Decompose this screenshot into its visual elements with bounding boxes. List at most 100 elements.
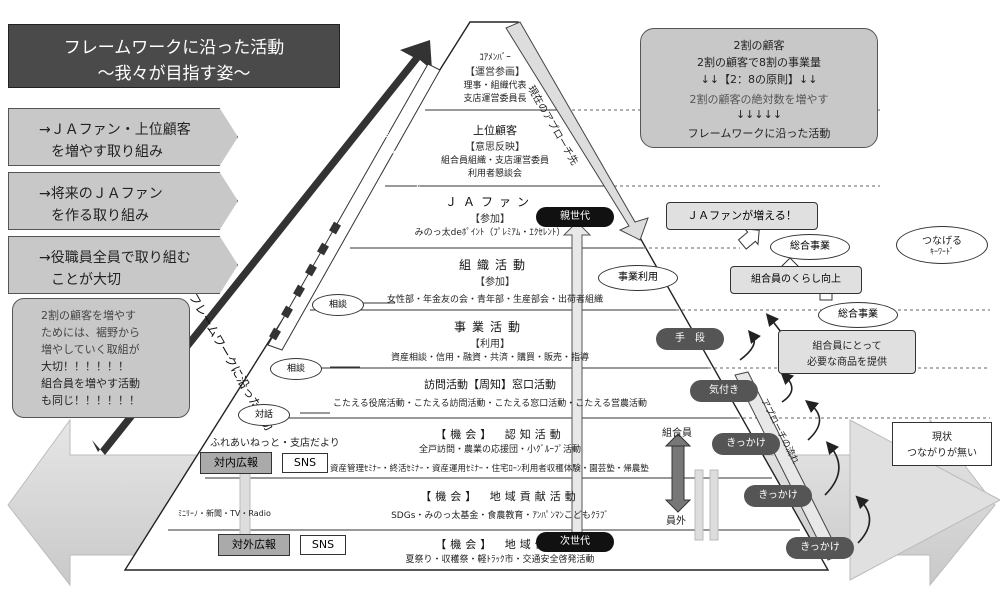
external-sns-box: SNS — [300, 535, 346, 555]
biz-sub: 【利用】 — [470, 339, 510, 350]
internal-pr-text: ふれあいねっと・支店だより — [210, 438, 340, 449]
recog-sub: 【機会】 — [435, 428, 490, 441]
nonmember-label: 員外 — [666, 516, 686, 527]
fan-head: ＪＡファン — [444, 195, 535, 209]
active-membership-bar — [267, 63, 441, 351]
general-business-oval-2: 総合事業 — [818, 302, 898, 328]
tier-fan: ＪＡファン 【参加】 みのっ太deﾎﾟｲﾝﾄ（ﾌﾟﾚﾐｱﾑ・ｴｸｾﾚﾝﾄ） — [380, 193, 600, 238]
upper-d2: 利用者懇談会 — [467, 169, 522, 179]
internal-sns-box: SNS — [282, 453, 328, 473]
recog-d2: 資産管理ｾﾐﾅｰ・終活ｾﾐﾅｰ・資産運用ｾﾐﾅｰ・住宅ﾛｰﾝ利用者収穫体験・園芸… — [330, 464, 649, 474]
trigger-pill-1: きっかけ — [712, 433, 780, 455]
current-approach-arrow — [505, 21, 649, 241]
trigger-pill-2: きっかけ — [744, 485, 812, 507]
dialogue-oval: 対話 — [238, 404, 290, 426]
core-d2: 支店運営委員長 — [463, 94, 527, 104]
tier-core: ｺｱﾒﾝﾊﾞｰ 【運営参画】 理事・組織代表 支店運営委員長 — [430, 50, 560, 104]
recog-head: 認知活動 — [504, 428, 565, 441]
top-callout-l4: 2割の顧客の絶対数を増やす — [689, 93, 829, 106]
left-panel-3-line1: →役職員全員で取り組む — [39, 250, 191, 266]
general-business-oval-1: 総合事業 — [770, 234, 850, 260]
status-box: 現状 つながりが無い — [892, 422, 992, 466]
upper-sub: 【意思反映】 — [465, 142, 525, 153]
biz-head: 事業活動 — [453, 320, 526, 334]
title-panel: フレームワークに沿った活動 ～我々が目指す姿～ — [8, 24, 340, 88]
org-sub: 【参加】 — [475, 277, 515, 288]
left-callout-line4: 大切！！！！！！ — [41, 360, 129, 373]
biz-use-oval: 事業利用 — [598, 265, 678, 291]
left-callout-line2: ためには、裾野から — [41, 326, 140, 339]
tier-contrib: 【機会】 地域貢献活動 SDGs・みのっ太基金・食農教育・ｱﾝﾊﾟﾝﾏﾝこどもｸ… — [320, 488, 680, 521]
left-panel-2-line1: →将来のＪＡファン — [39, 186, 163, 202]
fan-sub: 【参加】 — [470, 214, 510, 225]
parent-generation-pill: 親世代 — [536, 207, 614, 227]
left-panel-3: →役職員全員で取り組む ことが大切 — [8, 236, 238, 294]
left-callout-line1: 2割の顧客を増やす — [41, 309, 136, 322]
external-pr-box: 対外広報 — [218, 534, 290, 556]
left-callout-line3: 増やしていく取組が — [41, 343, 140, 356]
keyword-line2: ｷｰﾜｰﾄﾞ — [930, 247, 954, 256]
top-callout-l3: ↓↓【2：8の原則】↓↓ — [700, 73, 818, 86]
recog-d1: 全戸訪問・農業の応援団・小ｸﾞﾙｰﾌﾟ活動 — [418, 445, 581, 455]
fan-up-box: ＪＡファンが増える！ — [666, 202, 818, 230]
keyword-line1: つなげる — [922, 236, 962, 247]
means-pill: 手 段 — [656, 328, 724, 350]
left-panel-1-line2: を増やす取り組み — [51, 144, 163, 160]
consult-oval-2: 相談 — [270, 358, 322, 380]
left-callout-line5: 組合員を増やす活動 — [41, 377, 140, 390]
top-callout-l1: 2割の顧客 — [733, 39, 785, 52]
tier-upper: 上位顧客 【意思反映】 組合員組織・支店運営委員 利用者懇談会 — [410, 122, 580, 179]
tier-resident: 【機会】 地域住民 夏祭り・収穫祭・軽ﾄﾗｯｸ市・交通安全啓発活動 — [330, 536, 670, 565]
biz-d1: 資産相談・信用・融資・共済・購買・販売・指導 — [390, 353, 589, 363]
upper-head: 上位顧客 — [473, 124, 517, 137]
generation-up-arrow — [562, 221, 592, 541]
left-panel-3-line2: ことが大切 — [51, 272, 121, 288]
next-generation-pill: 次世代 — [536, 532, 614, 552]
status-line2: つながりが無い — [907, 448, 977, 459]
fan-d1: みのっ太deﾎﾟｲﾝﾄ（ﾌﾟﾚﾐｱﾑ・ｴｸｾﾚﾝﾄ） — [414, 228, 566, 238]
left-panel-2: →将来のＪＡファン を作る取り組み — [8, 172, 238, 230]
keyword-oval: つなげる ｷｰﾜｰﾄﾞ — [896, 226, 988, 264]
tier-visit: 訪問活動【周知】窓口活動 こたえる役席活動・こたえる訪問活動・こたえる窓口活動・… — [280, 376, 700, 409]
contrib-head: 地域貢献活動 — [489, 490, 580, 503]
tier-org: 組織活動 【参加】 女性部・年金友の会・青年部・生産部会・出荷者組織 — [350, 256, 640, 305]
contrib-d1: SDGs・みのっ太基金・食農教育・ｱﾝﾊﾟﾝﾏﾝこどもｸﾗﾌﾞ — [391, 511, 609, 521]
left-callout-line6: も同じ！！！！！！ — [41, 394, 140, 407]
member-label: 組合員 — [662, 428, 692, 439]
core-d1: 理事・組織代表 — [463, 81, 527, 91]
resident-d1: 夏祭り・収穫祭・軽ﾄﾗｯｸ市・交通安全啓発活動 — [405, 555, 595, 565]
upper-d1: 組合員組織・支店運営委員 — [440, 156, 549, 166]
left-callout: 2割の顧客を増やす ためには、裾野から 増やしていく取組が 大切！！！！！！ 組… — [12, 298, 190, 418]
core-head: ｺｱﾒﾝﾊﾞｰ — [479, 53, 511, 63]
visit-d1: こたえる役席活動・こたえる訪問活動・こたえる窓口活動・こたえる営農活動 — [333, 399, 647, 409]
consult-oval-1: 相談 — [312, 294, 364, 316]
top-callout-l6: フレームワークに沿った活動 — [687, 127, 831, 140]
title-line2: ～我々が目指す姿～ — [97, 64, 251, 84]
contrib-sub: 【機会】 — [420, 490, 475, 503]
framework-arrow — [92, 40, 432, 455]
top-callout-l2: 2割の顧客で8割の事業量 — [697, 56, 821, 69]
member-arrow — [664, 433, 692, 513]
internal-pr-box: 対内広報 — [200, 452, 272, 474]
org-head: 組織活動 — [458, 258, 531, 272]
provide-line1: 組合員にとって — [812, 341, 882, 352]
top-callout: 2割の顧客 2割の顧客で8割の事業量 ↓↓【2：8の原則】↓↓ 2割の顧客の絶対… — [640, 28, 878, 148]
connector-lines — [300, 302, 395, 414]
left-panel-1-line1: →ＪＡファン・上位顧客 — [39, 122, 191, 138]
left-panel-1: →ＪＡファン・上位顧客 を増やす取り組み — [8, 108, 238, 166]
notice-pill: 気付き — [690, 380, 758, 402]
resident-sub: 【機会】 — [435, 538, 490, 551]
life-up-box: 組合員のくらし向上 — [730, 266, 862, 294]
status-line1: 現状 — [932, 432, 952, 443]
tier-biz: 事業活動 【利用】 資産相談・信用・融資・共済・購買・販売・指導 — [330, 318, 650, 363]
visit-head: 訪問活動【周知】窓口活動 — [424, 378, 556, 391]
external-pr-text: ﾐﾆﾘｰﾉ・新聞・TV・Radio — [178, 509, 271, 518]
org-d1: 女性部・年金友の会・青年部・生産部会・出荷者組織 — [386, 295, 603, 305]
provide-products-box: 組合員にとって 必要な商品を提供 — [778, 330, 916, 374]
tier-recog: 【機会】 認知活動 全戸訪問・農業の応援団・小ｸﾞﾙｰﾌﾟ活動 — [320, 426, 680, 455]
trigger-pill-3: きっかけ — [786, 537, 854, 559]
provide-line2: 必要な商品を提供 — [807, 357, 887, 368]
title-line1: フレームワークに沿った活動 — [63, 38, 285, 58]
left-panel-2-line2: を作る取り組み — [51, 208, 149, 224]
pyramid-outline — [123, 21, 830, 571]
